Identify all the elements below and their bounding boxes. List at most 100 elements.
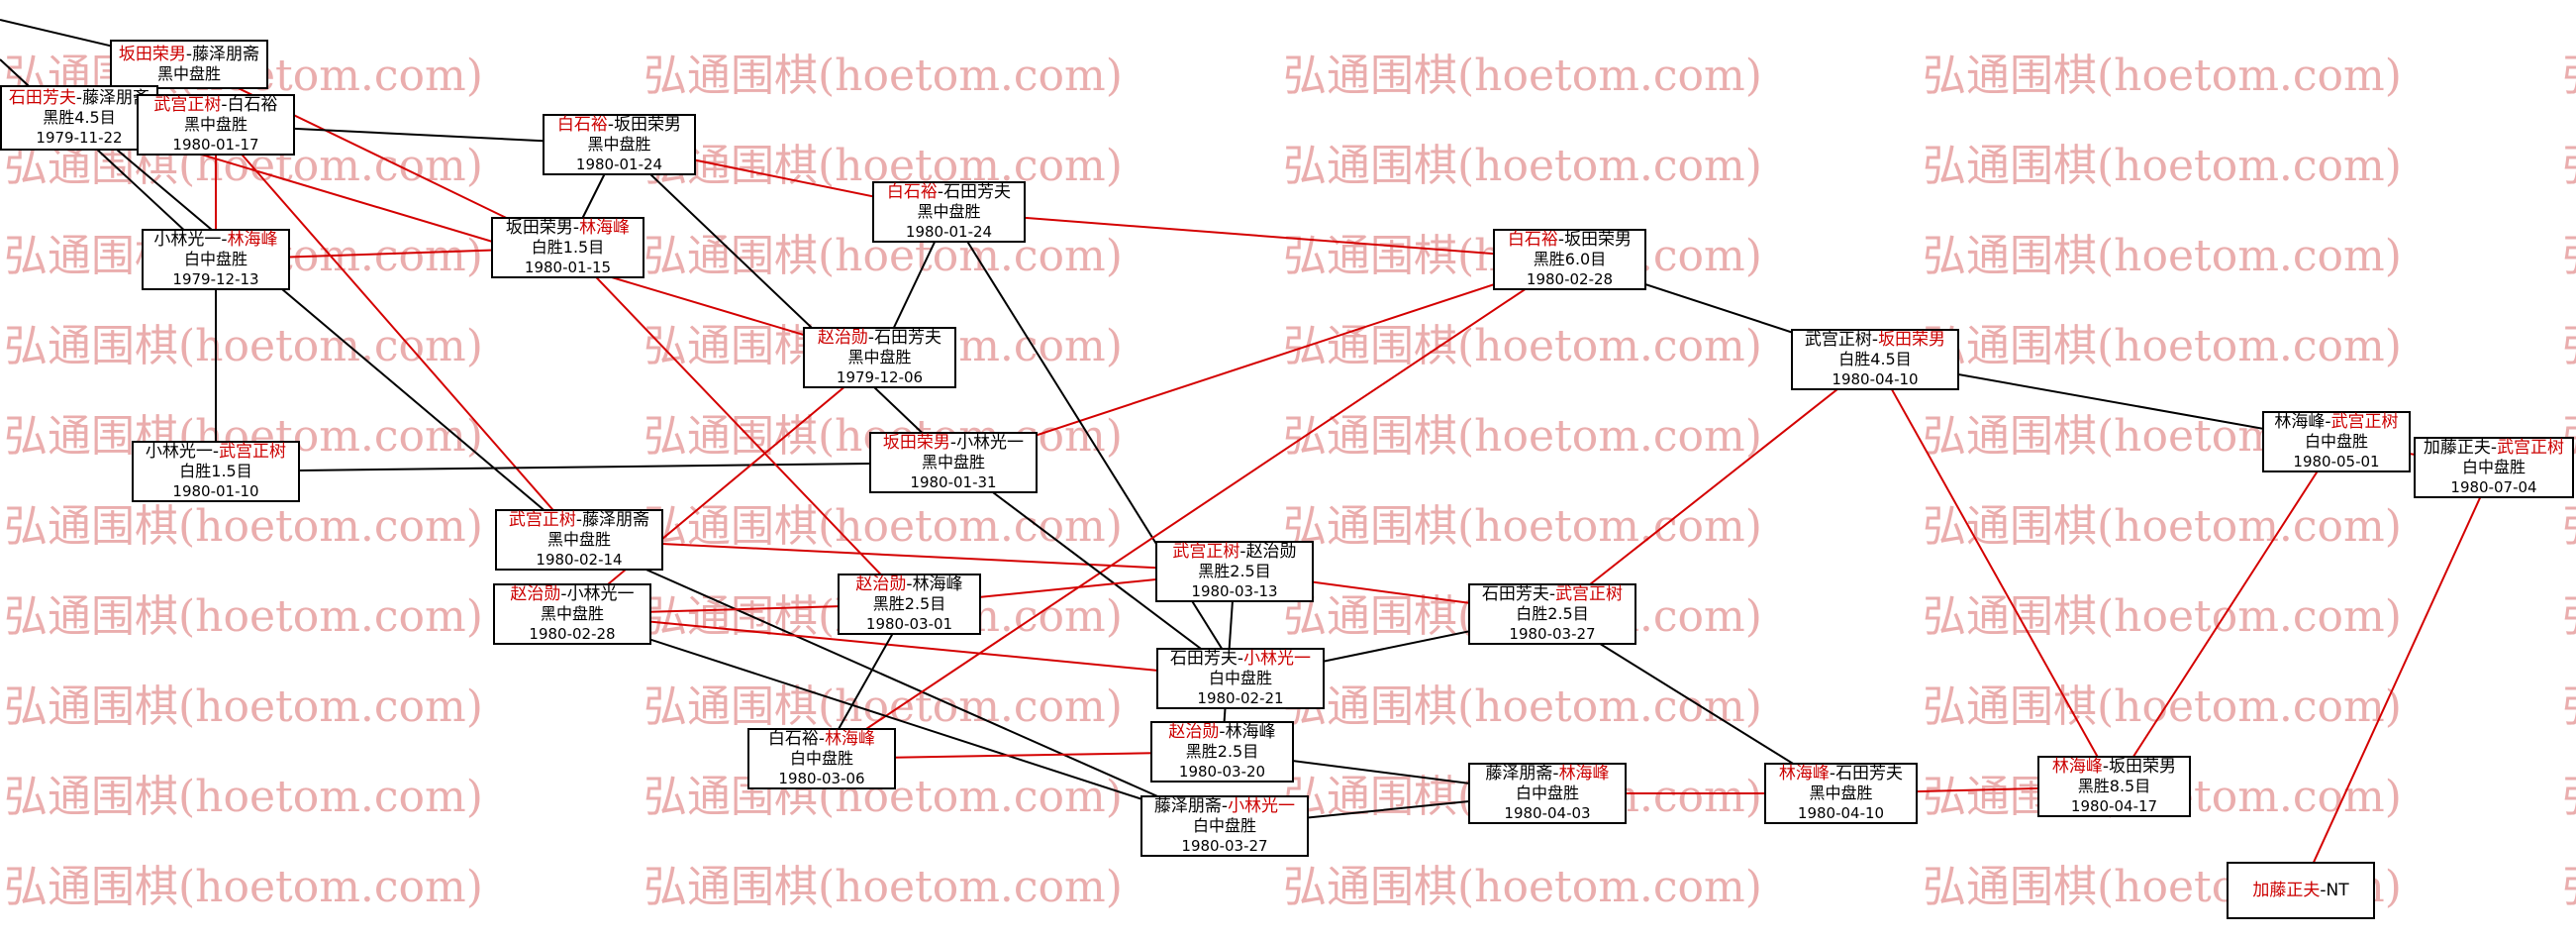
name-separator: - xyxy=(2325,412,2331,432)
player-black-name: 坂田荣男 xyxy=(118,45,186,64)
match-date: 1980-02-14 xyxy=(536,551,623,569)
name-separator: - xyxy=(1871,330,1879,350)
player-black-name: 石田芳夫 xyxy=(1169,649,1238,669)
name-separator: - xyxy=(1237,649,1244,669)
match-players: 白石裕-石田芳夫 xyxy=(887,182,1011,202)
match-players: 赵治勋-石田芳夫 xyxy=(818,328,941,348)
player-black-name: 赵治勋 xyxy=(510,584,561,604)
match-result: 白中盘胜 xyxy=(1515,783,1579,802)
match-result: 黑中盘胜 xyxy=(847,348,912,366)
player-black-name: 加藤正夫 xyxy=(2423,438,2491,458)
edge-line xyxy=(952,259,1570,464)
match-players: 加藤正夫-武宫正树 xyxy=(2424,438,2564,458)
player-white-name: 林海峰 xyxy=(579,218,631,238)
match-result: 黑胜2.5目 xyxy=(1198,562,1271,580)
match-result: 白胜2.5目 xyxy=(1516,604,1589,623)
match-box-A[interactable]: 坂田荣男-藤泽朋斋黑中盘胜 xyxy=(110,40,268,89)
player-black-name: 林海峰 xyxy=(2051,757,2103,777)
player-black-name: 石田芳夫 xyxy=(1481,584,1549,604)
name-separator: - xyxy=(1219,722,1226,742)
edge-line xyxy=(78,117,580,541)
name-separator: - xyxy=(575,510,583,530)
match-result: 黑中盘胜 xyxy=(587,135,651,154)
name-separator: - xyxy=(906,574,913,594)
player-white-name: 坂田荣男 xyxy=(2109,757,2177,777)
match-result: 白中盘胜 xyxy=(2304,432,2368,451)
player-white-name: 林海峰 xyxy=(912,574,963,594)
player-white-name: 石田芳夫 xyxy=(874,328,942,348)
edge-line xyxy=(1874,359,2116,787)
name-separator: - xyxy=(1829,764,1836,783)
match-players: 白石裕-坂田荣男 xyxy=(1508,230,1632,250)
player-black-name: 武宫正树 xyxy=(1804,330,1872,350)
match-players: 小林光一-武宫正树 xyxy=(146,442,286,462)
name-separator: - xyxy=(221,230,228,250)
match-date: 1980-03-01 xyxy=(865,615,953,633)
match-players: 白石裕-林海峰 xyxy=(768,729,875,749)
match-date: 1980-01-17 xyxy=(172,136,259,154)
player-white-name: 林海峰 xyxy=(1225,722,1276,742)
edge-line xyxy=(2300,467,2495,891)
match-result: 白中盘胜 xyxy=(789,749,853,768)
match-box-P[interactable]: 赵治勋-小林光一黑中盘胜 1980-02-28 xyxy=(493,583,651,645)
edge-line xyxy=(821,259,1571,760)
name-separator: - xyxy=(560,584,567,604)
match-result: 黑中盘胜 xyxy=(921,453,985,471)
edge-line xyxy=(571,613,1226,827)
match-result: 黑中盘胜 xyxy=(1809,783,1873,802)
player-black-name: 小林光一 xyxy=(153,230,222,250)
player-black-name: 藤泽朋斋 xyxy=(1485,764,1553,783)
edge-line xyxy=(571,357,881,615)
player-white-name: NT xyxy=(2326,881,2349,900)
name-separator: - xyxy=(1221,796,1229,816)
player-white-name: 小林光一 xyxy=(566,584,635,604)
player-black-name: 小林光一 xyxy=(145,442,213,462)
match-date: 1980-05-01 xyxy=(2293,453,2380,470)
edge-line xyxy=(2113,441,2337,787)
match-box-AA[interactable]: 加藤正夫-NT xyxy=(2227,862,2375,919)
match-date: 1980-03-20 xyxy=(1178,763,1266,781)
player-black-name: 石田芳夫 xyxy=(8,88,76,108)
player-white-name: 赵治勋 xyxy=(1245,542,1297,562)
player-black-name: 白石裕 xyxy=(767,729,819,749)
name-separator: - xyxy=(185,45,193,64)
match-result: 黑胜2.5目 xyxy=(1185,742,1259,761)
match-date: 1980-07-04 xyxy=(2450,478,2537,496)
name-separator: - xyxy=(572,218,580,238)
player-white-name: 坂田荣男 xyxy=(1564,230,1633,250)
match-result: 黑中盘胜 xyxy=(540,604,604,623)
match-result: 黑中盘胜 xyxy=(917,202,981,221)
match-result: 白中盘胜 xyxy=(1208,669,1272,687)
name-separator: - xyxy=(867,328,875,348)
match-result: 黑中盘胜 xyxy=(183,115,248,134)
name-separator: - xyxy=(1557,230,1565,250)
player-white-name: 藤泽朋斋 xyxy=(82,88,150,108)
match-date: 1980-02-28 xyxy=(529,625,616,643)
match-players: 坂田荣男-小林光一 xyxy=(883,433,1024,453)
